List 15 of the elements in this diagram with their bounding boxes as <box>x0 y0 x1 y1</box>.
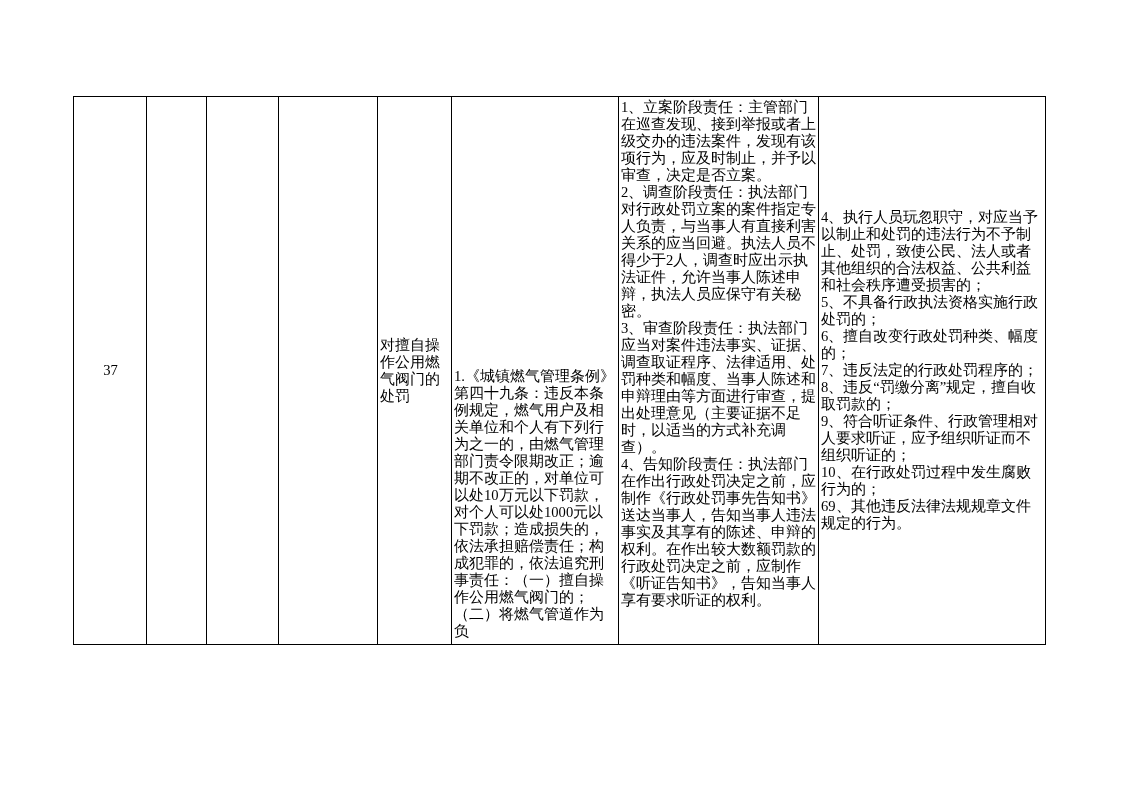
cell-text: 7、违反法定的行政处罚程序的； <box>821 362 1040 379</box>
cell-text: 3、审查阶段责任：执法部门应当对案件违法事实、证据、调查取证程序、法律适用、处罚种类和幅度、当事人陈述和申辩理由等方面进行审查，提出处理意见（主要证据不足时，以适当的方式补充调查）。 <box>621 320 817 456</box>
cell-text: 4、告知阶段责任：执法部门在作出行政处罚决定之前，应制作《行政处罚事先告知书》送达当事人，告知当事人违法事实及其享有的陈述、申辩的权利。在作出较大数额罚款的行政处罚决定之前，应制作《听证告知书》，告知当事人享有要求听证的权利。 <box>621 456 817 609</box>
cell-text: 8、违反“罚缴分离”规定，擅自收取罚款的； <box>821 379 1038 413</box>
cell-text: 4、执行人员玩忽职守，对应当予以制止和处罚的违法行为不予制止、处罚，致使公民、法人或者其他组织的合法权益、公共利益和社会秩序遭受损害的； <box>821 209 1040 294</box>
cell-text: 对擅自操作公用燃气阀门的处罚 <box>380 337 441 405</box>
cell-text: 1、立案阶段责任：主管部门在巡查发现、接到举报或者上级交办的违法案件，发现有该项行为，应及时制止，并予以审查，决定是否立案。 <box>621 99 817 184</box>
cell-text: 2、调查阶段责任：执法部门对行政处罚立案的案件指定专人负责，与当事人有直接利害关系的应当回避。执法人员不得少于2人，调查时应出示执法证件，允许当事人陈述申辩，执法人员应保守有关秘密。 <box>621 184 817 320</box>
cell-text: 37 <box>102 362 119 379</box>
cell-text: 69、其他违反法律法规规章文件规定的行为。 <box>821 498 1032 532</box>
cell-text: 1.《城镇燃气管理条例》第四十九条：违反本条例规定，燃气用户及相关单位和个人有下列行为之一的，由燃气管理部门责令限期改正；逾期不改正的，对单位可以处10万元以下罚款，对个人可以处1000元以下罚款；造成损失的，依法承担赔偿责任；构成犯罪的，依法追究刑事责任：（一）擅自操作公用燃气阀门的；（二）将燃气管道作为负 <box>454 368 616 640</box>
cell-text: 6、擅自改变行政处罚种类、幅度的； <box>821 328 1040 362</box>
cell-text: 9、符合听证条件、行政管理相对人要求听证，应予组织听证而不组织听证的； <box>821 413 1040 464</box>
cell-text: 5、不具备行政执法资格实施行政处罚的； <box>821 294 1040 328</box>
cell-text: 10、在行政处罚过程中发生腐败行为的； <box>821 464 1032 498</box>
